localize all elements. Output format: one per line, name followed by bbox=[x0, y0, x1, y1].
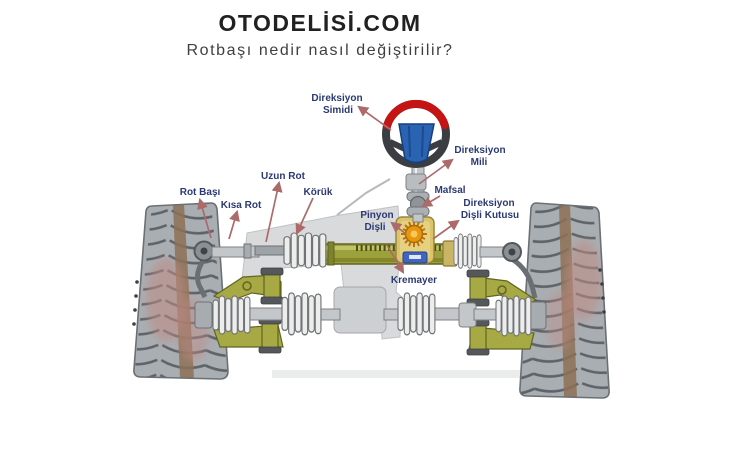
label-direksiyon-simidi-2: Simidi bbox=[323, 105, 353, 116]
label-rot-basi: Rot Başı bbox=[180, 187, 221, 198]
label-disli-kutusu-2: Dişli Kutusu bbox=[461, 210, 519, 221]
arrow-pinyon-disli bbox=[390, 221, 407, 235]
page-subtitle: Rotbaşı nedir nasıl değiştirilir? bbox=[186, 42, 454, 59]
steering-gearbox bbox=[395, 216, 435, 264]
label-kisa-rot: Kısa Rot bbox=[221, 200, 262, 211]
label-koruk: Körük bbox=[304, 187, 333, 198]
arrow-direksiyon-mili bbox=[418, 158, 454, 185]
cv-boot bbox=[281, 292, 322, 336]
chassis-silhouette bbox=[241, 178, 528, 378]
page-header: OTODELİSİ.COM Rotbaşı nedir nasıl değişt… bbox=[0, 10, 640, 60]
left-drive-axle bbox=[194, 292, 341, 336]
rack-bellows-left bbox=[283, 232, 327, 269]
transmission-housing bbox=[333, 286, 387, 334]
arrow-disli-kutusu bbox=[432, 219, 460, 240]
steering-wheel bbox=[382, 100, 450, 168]
arrow-kisa-rot bbox=[228, 209, 240, 240]
label-pinyon-disli: Pinyon bbox=[360, 210, 393, 221]
arrow-rot-basi bbox=[197, 197, 212, 239]
label-kremayer: Kremayer bbox=[391, 275, 437, 286]
left-tire bbox=[132, 202, 229, 380]
short-tie-rod bbox=[211, 246, 245, 258]
rack-bellows-right bbox=[453, 233, 482, 269]
cv-boot bbox=[212, 295, 251, 335]
annotation-arrows bbox=[197, 105, 460, 274]
universal-joint bbox=[406, 191, 430, 223]
label-direksiyon-mili-2: Mili bbox=[471, 157, 488, 168]
wheel-rim-red-arc bbox=[383, 100, 449, 130]
cv-boot bbox=[495, 295, 532, 337]
right-drive-axle bbox=[383, 292, 547, 337]
wheel-hub bbox=[398, 123, 435, 164]
label-pinyon-disli-2: Dişli bbox=[364, 222, 385, 233]
subframe-bar bbox=[272, 370, 528, 378]
arrow-mafsal bbox=[421, 195, 441, 208]
right-tire bbox=[519, 202, 610, 399]
left-steering-knuckle bbox=[194, 257, 208, 299]
arrow-koruk bbox=[295, 197, 314, 236]
label-direksiyon-mili: Direksiyon bbox=[454, 145, 505, 156]
label-uzun-rot: Uzun Rot bbox=[261, 171, 306, 182]
site-title: OTODELİSİ.COM bbox=[218, 10, 422, 36]
arrow-kremayer bbox=[386, 244, 405, 274]
label-direksiyon-simidi: Direksiyon bbox=[311, 93, 362, 104]
pinion-gear bbox=[401, 221, 427, 247]
right-wheel-hub bbox=[528, 301, 547, 330]
arrow-uzun-rot bbox=[265, 180, 283, 243]
arrow-direksiyon-simidi bbox=[357, 105, 392, 131]
label-mafsal: Mafsal bbox=[434, 185, 465, 196]
label-disli-kutusu: Direksiyon bbox=[463, 198, 514, 209]
long-tie-rod bbox=[254, 245, 288, 256]
part-labels: Direksiyon Simidi Direksiyon Mili Mafsal… bbox=[180, 93, 519, 286]
cv-boot bbox=[397, 292, 436, 336]
left-wheel-hub bbox=[194, 301, 213, 329]
